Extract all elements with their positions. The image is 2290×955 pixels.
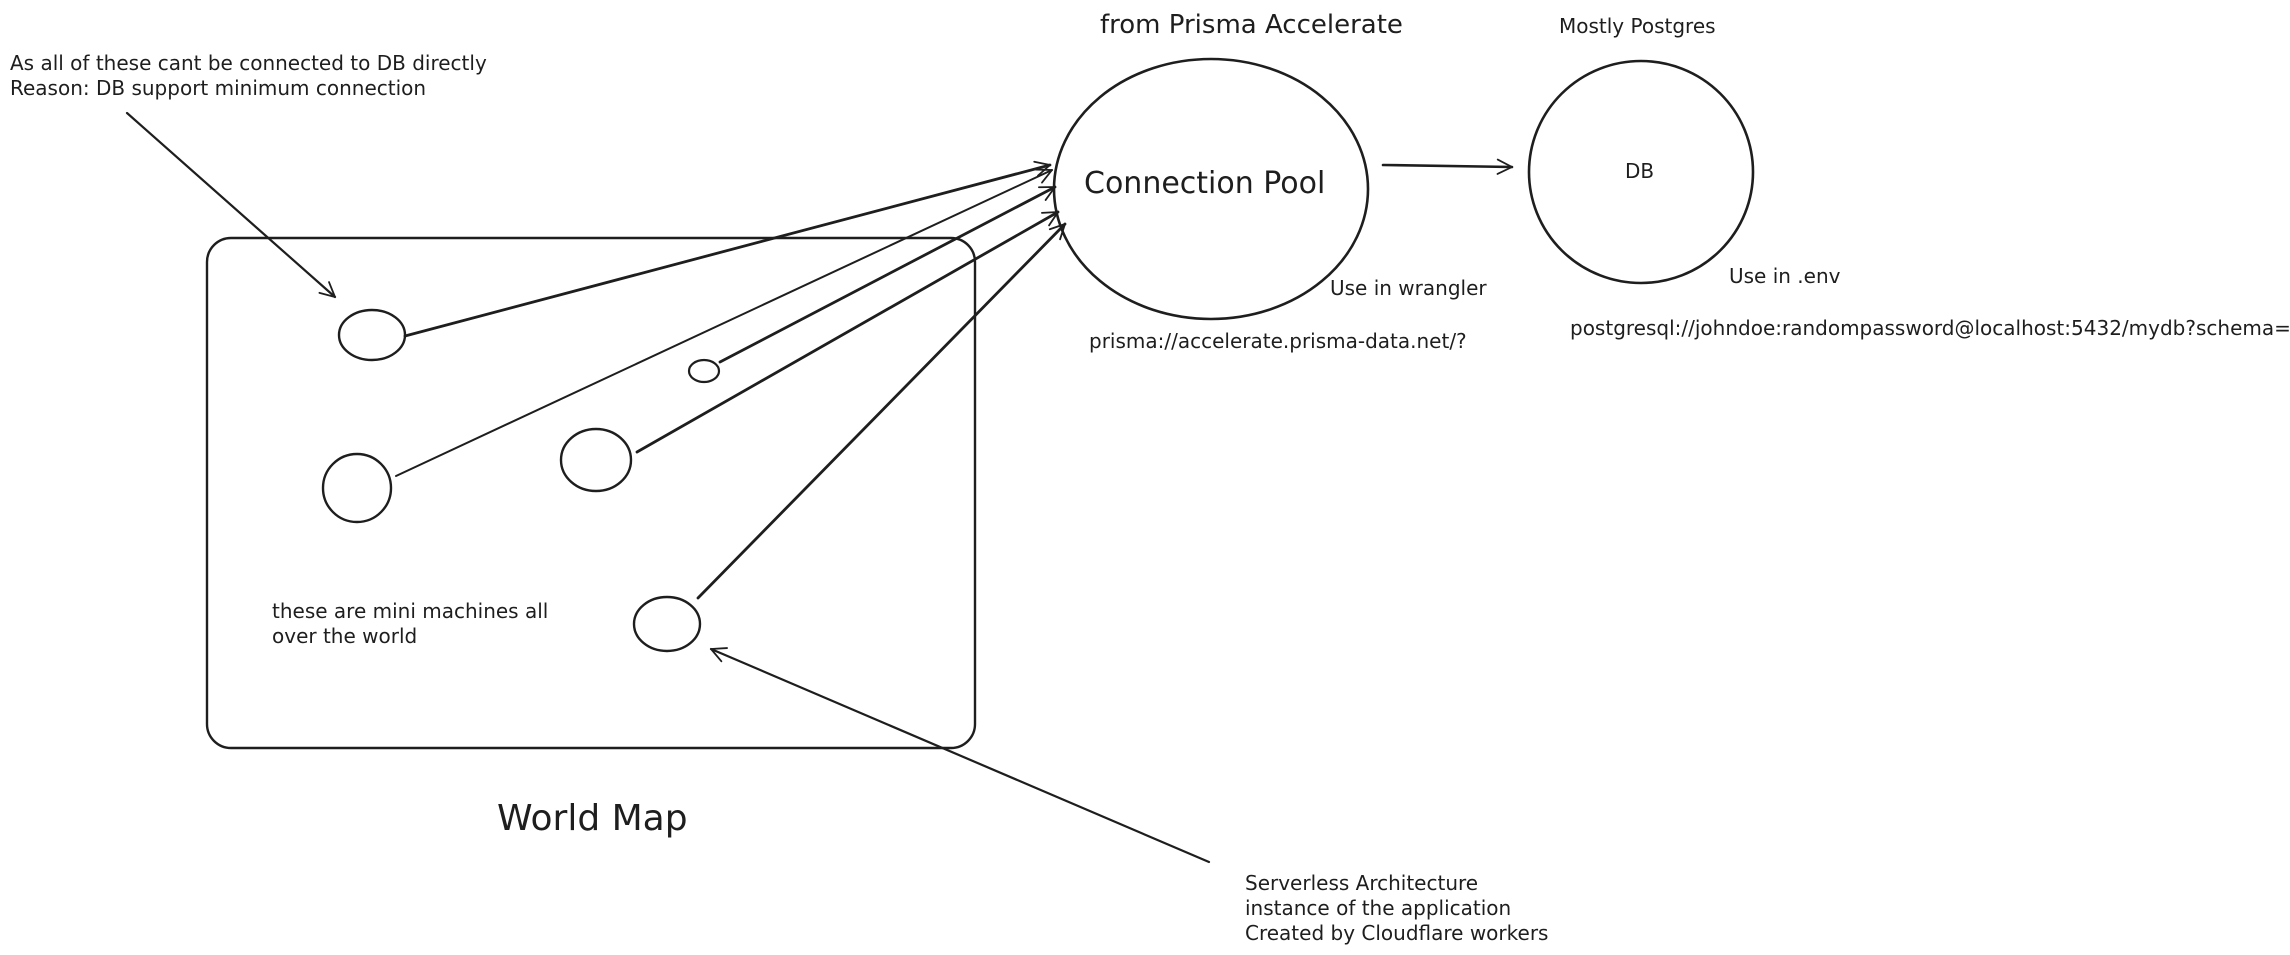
mini-machine-node <box>321 452 393 524</box>
connection-pool-usage: Use in wrangler <box>1330 276 1487 300</box>
annotation-line-1: As all of these cant be connected to DB … <box>10 51 487 75</box>
mini-machines-note-line-1: these are mini machines all <box>272 599 548 623</box>
mini-machines <box>321 308 721 653</box>
connection-arrows <box>125 111 1514 864</box>
serverless-note-line-2: instance of the application <box>1245 896 1511 920</box>
arrow-node-to-pool <box>718 185 1057 364</box>
db-heading: Mostly Postgres <box>1559 14 1716 38</box>
mini-machine-node <box>337 308 407 362</box>
db-circle <box>1527 59 1755 285</box>
mini-machine-node <box>632 595 702 653</box>
annotation-top-left: As all of these cant be connected to DB … <box>10 51 487 100</box>
serverless-note-line-3: Created by Cloudflare workers <box>1245 921 1548 945</box>
arrow-pool-to-db <box>1381 158 1514 175</box>
db-label: DB <box>1625 159 1654 183</box>
mini-machine-node <box>687 358 721 384</box>
arrow-node-to-pool <box>395 168 1053 477</box>
db-url: postgresql://johndoe:randompassword@loca… <box>1570 316 2290 340</box>
arrow-annotation-to-node <box>125 111 337 299</box>
connection-pool-url: prisma://accelerate.prisma-data.net/? <box>1089 329 1467 353</box>
world-map-frame <box>205 236 977 750</box>
serverless-note: Serverless Architecture instance of the … <box>1245 871 1548 945</box>
connection-pool-label: Connection Pool <box>1084 166 1325 201</box>
serverless-note-line-1: Serverless Architecture <box>1245 871 1478 895</box>
annotation-line-2: Reason: DB support minimum connection <box>10 76 426 100</box>
arrow-node-to-pool <box>635 210 1060 454</box>
db-usage: Use in .env <box>1729 264 1841 288</box>
world-map-label: World Map <box>497 798 688 839</box>
mini-machines-note-line-2: over the world <box>272 624 417 648</box>
mini-machine-node <box>559 427 633 493</box>
arrow-serverless-note-to-node <box>709 647 1211 864</box>
arrow-node-to-pool <box>696 222 1067 600</box>
arrow-node-to-pool <box>403 160 1052 338</box>
connection-pool-heading: from Prisma Accelerate <box>1100 10 1403 40</box>
